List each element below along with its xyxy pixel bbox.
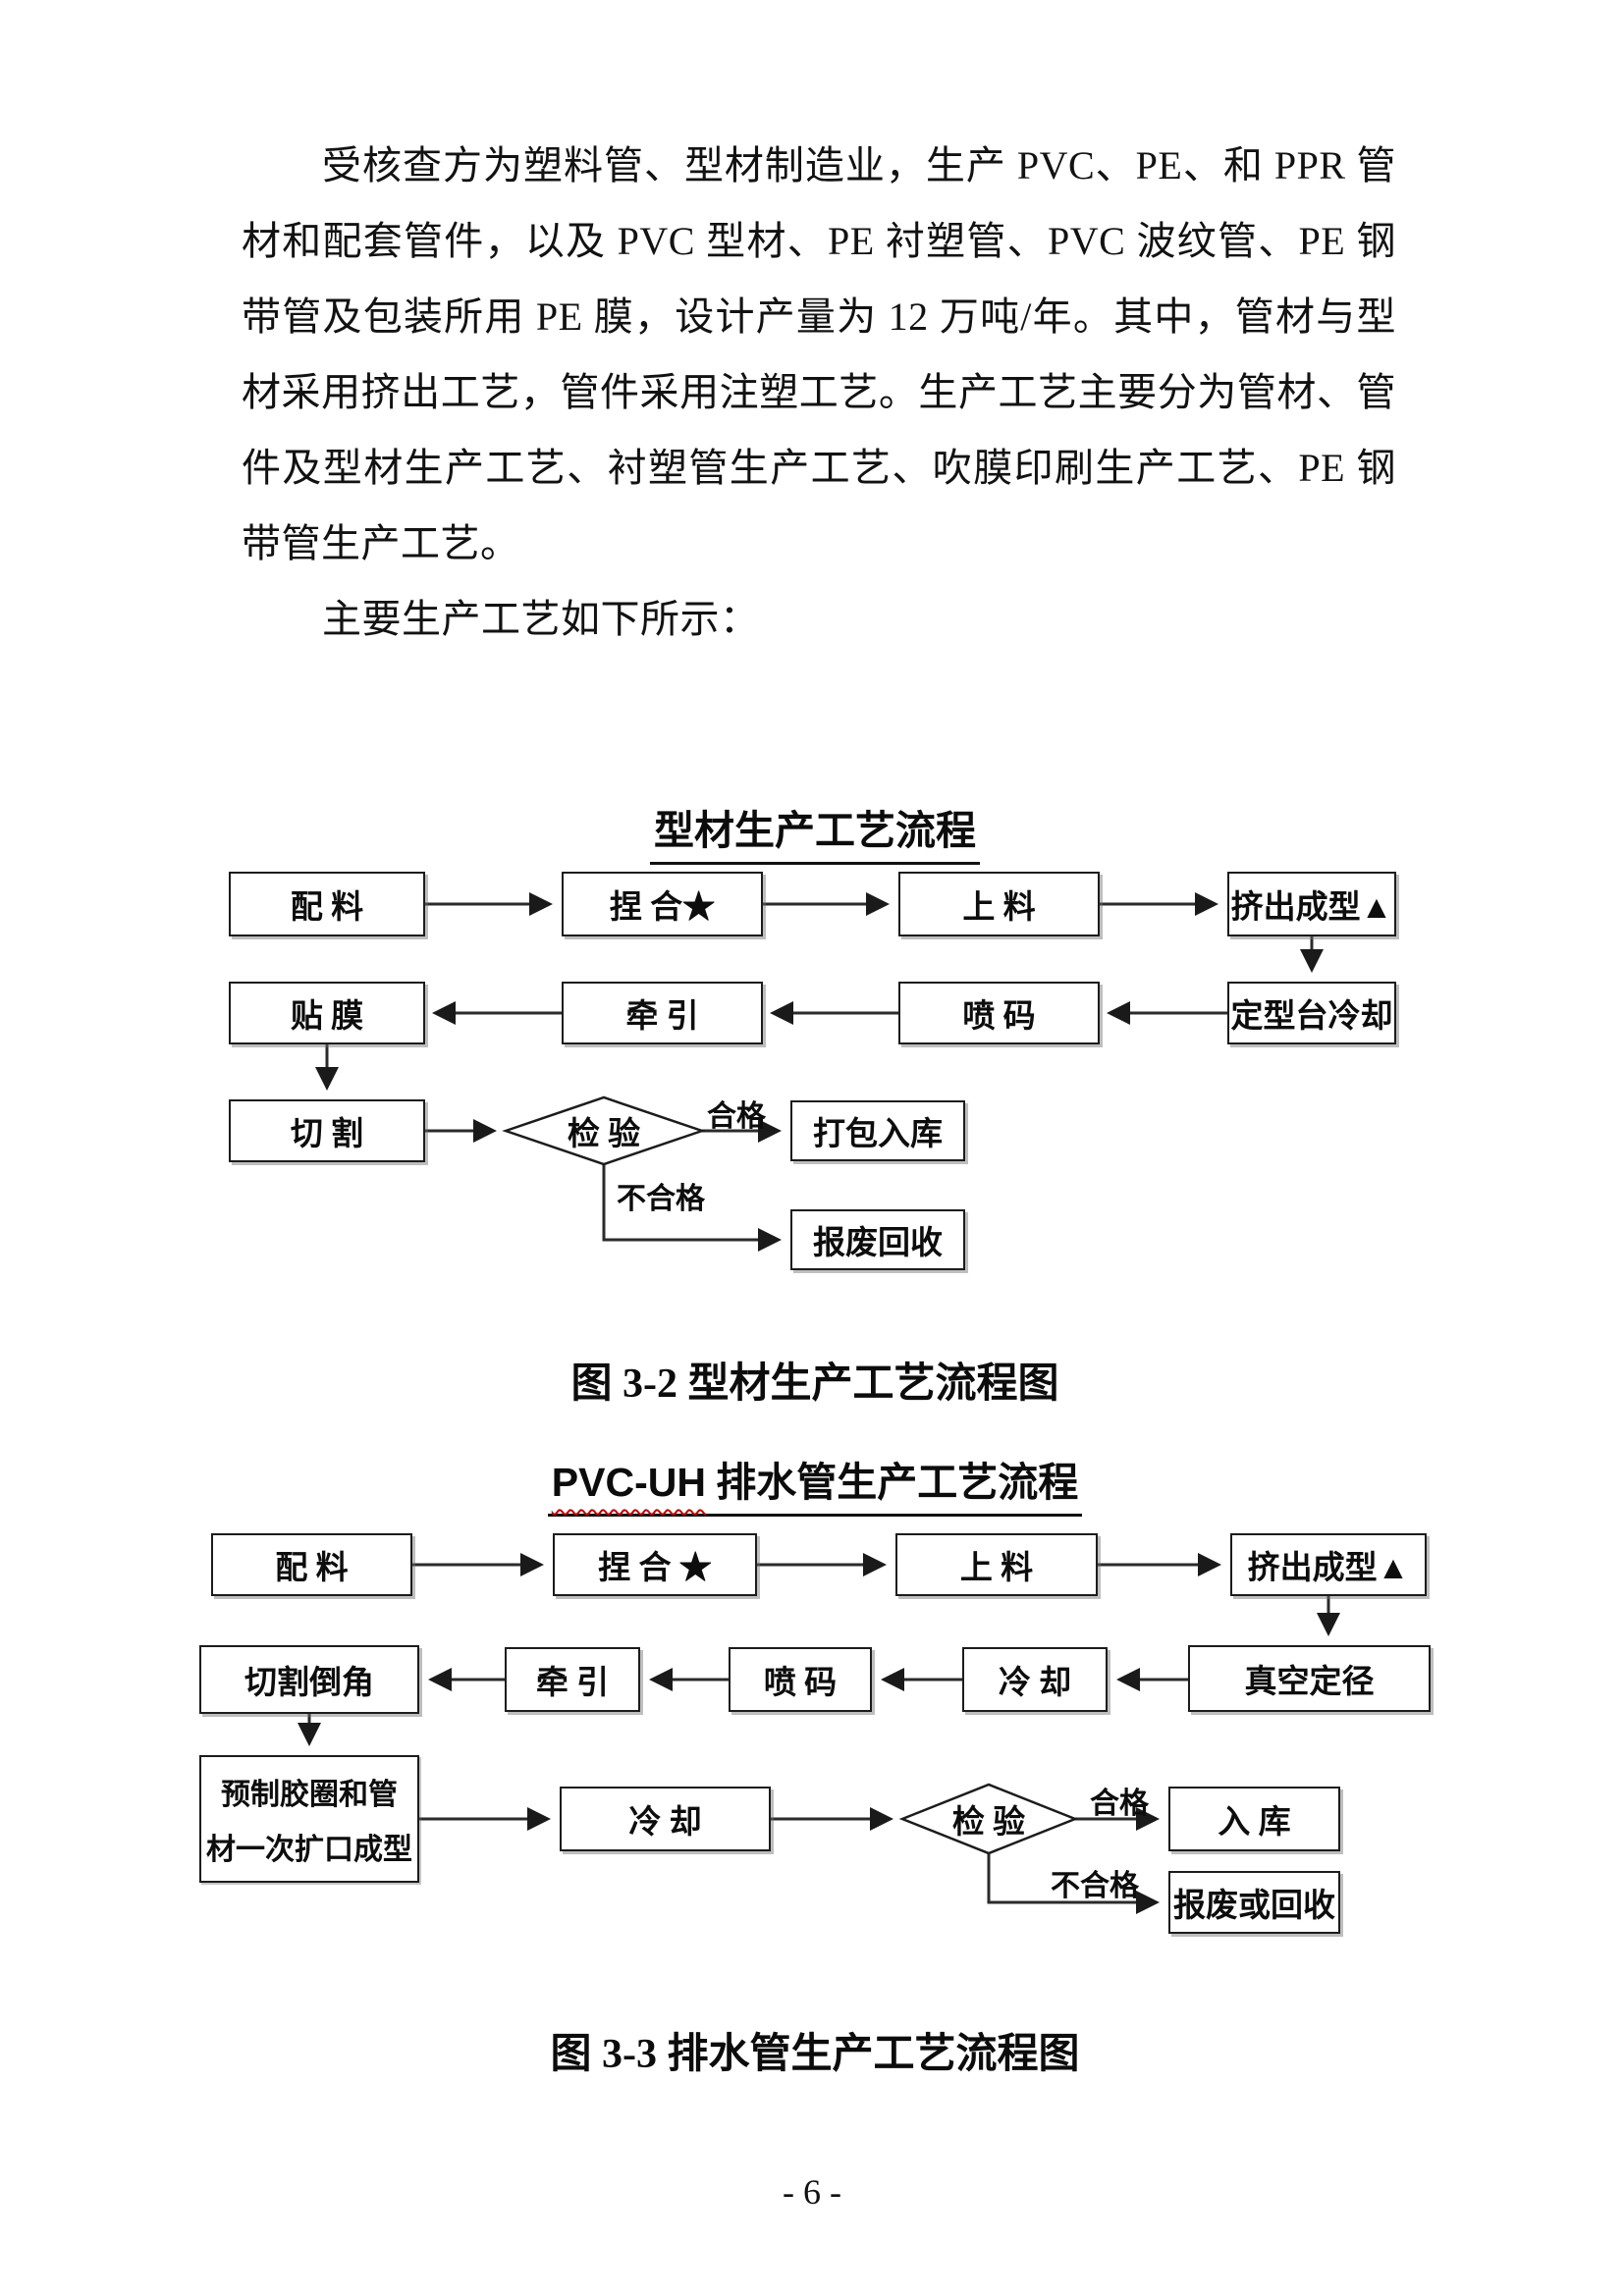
flow-node-preform-flaring: 预制胶圈和管 材一次扩口成型 <box>199 1755 419 1883</box>
flow-node-inkjet-2: 喷 码 <box>729 1647 872 1712</box>
flow-node-cut-chamfer: 切割倒角 <box>199 1645 419 1714</box>
flow-node-extrusion-2: 挤出成型▲ <box>1230 1533 1427 1596</box>
flow-node-extrusion-1: 挤出成型▲ <box>1227 872 1396 936</box>
main-text-block: 受核查方为塑料管、型材制造业，生产 PVC、PE、和 PPR 管材和配套管件，以… <box>242 128 1396 657</box>
flow-node-preform-flaring-line2: 材一次扩口成型 <box>206 1834 412 1867</box>
flow-node-cutting-1: 切 割 <box>229 1099 425 1162</box>
edge-label-fail-1: 不合格 <box>617 1183 705 1215</box>
flow-node-traction-2: 牵 引 <box>505 1647 640 1712</box>
flow-node-pack-warehouse: 打包入库 <box>790 1100 965 1161</box>
flow-node-vacuum-sizing: 真空定径 <box>1188 1645 1431 1712</box>
paragraph-overview: 受核查方为塑料管、型材制造业，生产 PVC、PE、和 PPR 管材和配套管件，以… <box>242 143 1396 565</box>
flow-decision-inspection-2: 检 验 <box>951 1805 1026 1841</box>
page-number: - 6 - <box>783 2172 841 2212</box>
flow-node-feeding-2: 上 料 <box>895 1533 1098 1596</box>
flow-node-kneading-1: 捏 合★ <box>562 872 763 936</box>
flow-node-kneading-2: 捏 合 ★ <box>553 1533 757 1596</box>
figure2-caption: 图 3-3 排水管生产工艺流程图 <box>550 2032 1080 2077</box>
flow-node-mixing-2: 配 料 <box>211 1533 412 1596</box>
flow-decision-inspection-1: 检 验 <box>567 1117 641 1152</box>
figure1-title-text: 型材生产工艺流程 <box>650 797 980 865</box>
flow-node-cooling-table: 定型台冷却 <box>1227 982 1396 1044</box>
edge-label-pass-2: 合格 <box>1090 1788 1149 1820</box>
edge-label-pass-1: 合格 <box>707 1100 766 1133</box>
flow-node-cooling-2b: 冷 却 <box>560 1787 771 1851</box>
flow-node-inkjet-1: 喷 码 <box>898 982 1100 1044</box>
flow-node-preform-flaring-line1: 预制胶圈和管 <box>221 1778 398 1811</box>
flow-node-scrap-recycle-2: 报废或回收 <box>1168 1871 1340 1934</box>
edge-label-fail-2: 不合格 <box>1051 1870 1139 1902</box>
figure2-title-zh: 排水管生产工艺流程 <box>705 1460 1079 1505</box>
figure1-title: 型材生产工艺流程 <box>157 797 1473 865</box>
flow-node-scrap-recycle-1: 报废回收 <box>790 1209 965 1270</box>
figure1-caption: 图 3-2 型材生产工艺流程图 <box>570 1362 1059 1407</box>
paragraph-lead-in: 主要生产工艺如下所示： <box>322 597 760 641</box>
flow-node-warehouse: 入 库 <box>1168 1787 1340 1851</box>
flow-node-feeding-1: 上 料 <box>898 872 1100 936</box>
figure2-title-text: PVC-UH 排水管生产工艺流程 <box>547 1449 1083 1517</box>
flow-node-cooling-2a: 冷 却 <box>962 1647 1108 1712</box>
figure2-title: PVC-UH 排水管生产工艺流程 <box>157 1449 1473 1517</box>
flow-node-traction-1: 牵 引 <box>562 982 763 1044</box>
flow-node-film-laminating: 贴 膜 <box>229 982 425 1044</box>
figure2-title-latin: PVC-UH <box>551 1460 706 1505</box>
flow-node-mixing-1: 配 料 <box>229 872 425 936</box>
